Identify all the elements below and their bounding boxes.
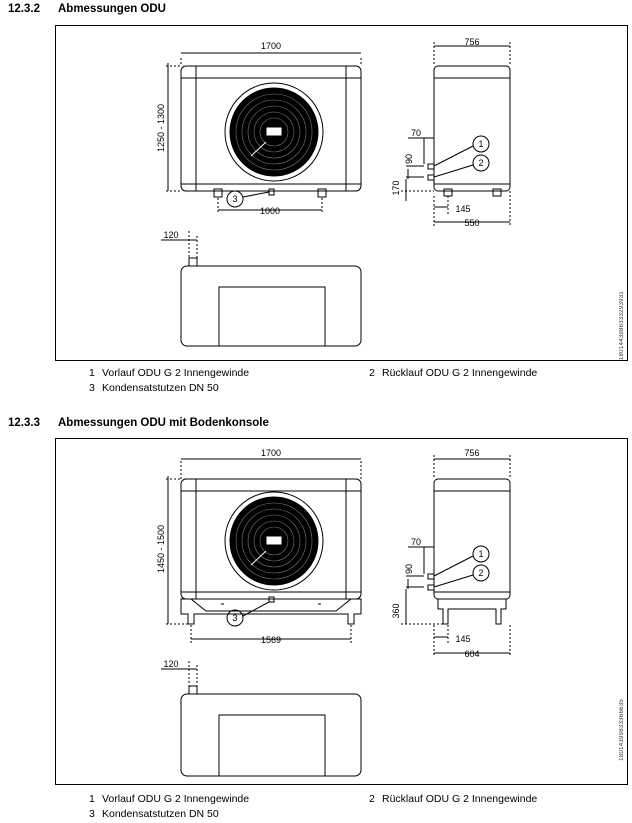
dim-height: 1250 - 1300 <box>156 104 166 152</box>
dim-145: 145 <box>455 634 470 644</box>
top-panel <box>218 714 326 777</box>
image-id: 1801443986333293931 <box>619 291 625 361</box>
top-housing <box>180 265 362 347</box>
dim-70: 70 <box>411 537 421 547</box>
unit-housing <box>180 65 362 192</box>
image-id: 18014399833366635 <box>619 699 625 761</box>
fan-outer <box>224 491 324 591</box>
callout-2 <box>472 564 490 582</box>
floor-console <box>180 598 362 625</box>
section-number: 12.3.2 <box>8 3 40 15</box>
callout-label-2: 2 <box>478 568 483 578</box>
dim-70: 70 <box>411 128 421 138</box>
section-number: 12.3.3 <box>8 417 40 429</box>
section-title: Abmessungen ODU <box>58 3 166 15</box>
dimension-drawing: 1700 1000 1250 - 1300 3 756 70 90 170 14… <box>156 37 511 347</box>
callout-2 <box>472 154 490 172</box>
fan-outer <box>224 82 324 182</box>
top-housing <box>180 693 362 777</box>
dim-604: 604 <box>464 649 479 659</box>
dim-depth: 756 <box>464 448 479 458</box>
dim-depth: 756 <box>464 37 479 47</box>
dim-170: 170 <box>391 180 401 195</box>
callout-label-1: 1 <box>478 549 483 559</box>
dim-90: 90 <box>404 154 414 164</box>
top-view <box>161 231 362 347</box>
dim-width: 1700 <box>261 41 281 51</box>
callout-3 <box>226 190 244 208</box>
dim-360: 360 <box>391 603 401 618</box>
callout-label-3: 3 <box>232 194 237 204</box>
side-housing <box>433 65 511 192</box>
drawing-frame: 1700 1000 1250 - 1300 3 756 70 90 170 14… <box>55 25 628 361</box>
top-view <box>161 661 362 777</box>
callout-1 <box>472 135 490 153</box>
side-view <box>401 455 511 657</box>
dim-120: 120 <box>163 230 178 240</box>
front-view <box>166 52 362 214</box>
callout-label-3: 3 <box>232 613 237 623</box>
dimension-drawing: 1700 1569 1450 - 1500 3 756 70 90 360 14… <box>156 448 511 777</box>
dim-feet: 1569 <box>261 635 281 645</box>
dim-90: 90 <box>404 564 414 574</box>
logo-plate <box>265 126 283 137</box>
side-console <box>437 598 507 625</box>
callout-3 <box>226 609 244 627</box>
callout-label-1: 1 <box>478 139 483 149</box>
dim-width: 1700 <box>261 448 281 458</box>
side-housing <box>433 478 511 600</box>
dim-height: 1450 - 1500 <box>156 525 166 573</box>
logo-plate <box>265 535 283 546</box>
front-view <box>166 458 362 644</box>
callout-label-2: 2 <box>478 158 483 168</box>
top-panel <box>218 286 326 347</box>
callout-1 <box>472 545 490 563</box>
dim-feet: 1000 <box>260 206 280 216</box>
dim-550: 550 <box>464 218 479 228</box>
dim-120: 120 <box>163 659 178 669</box>
unit-housing <box>180 478 362 600</box>
dim-145: 145 <box>455 204 470 214</box>
section-title: Abmessungen ODU mit Bodenkonsole <box>58 417 269 429</box>
side-view <box>401 42 511 226</box>
drawing-frame: 1700 1569 1450 - 1500 3 756 70 90 360 14… <box>55 438 628 785</box>
